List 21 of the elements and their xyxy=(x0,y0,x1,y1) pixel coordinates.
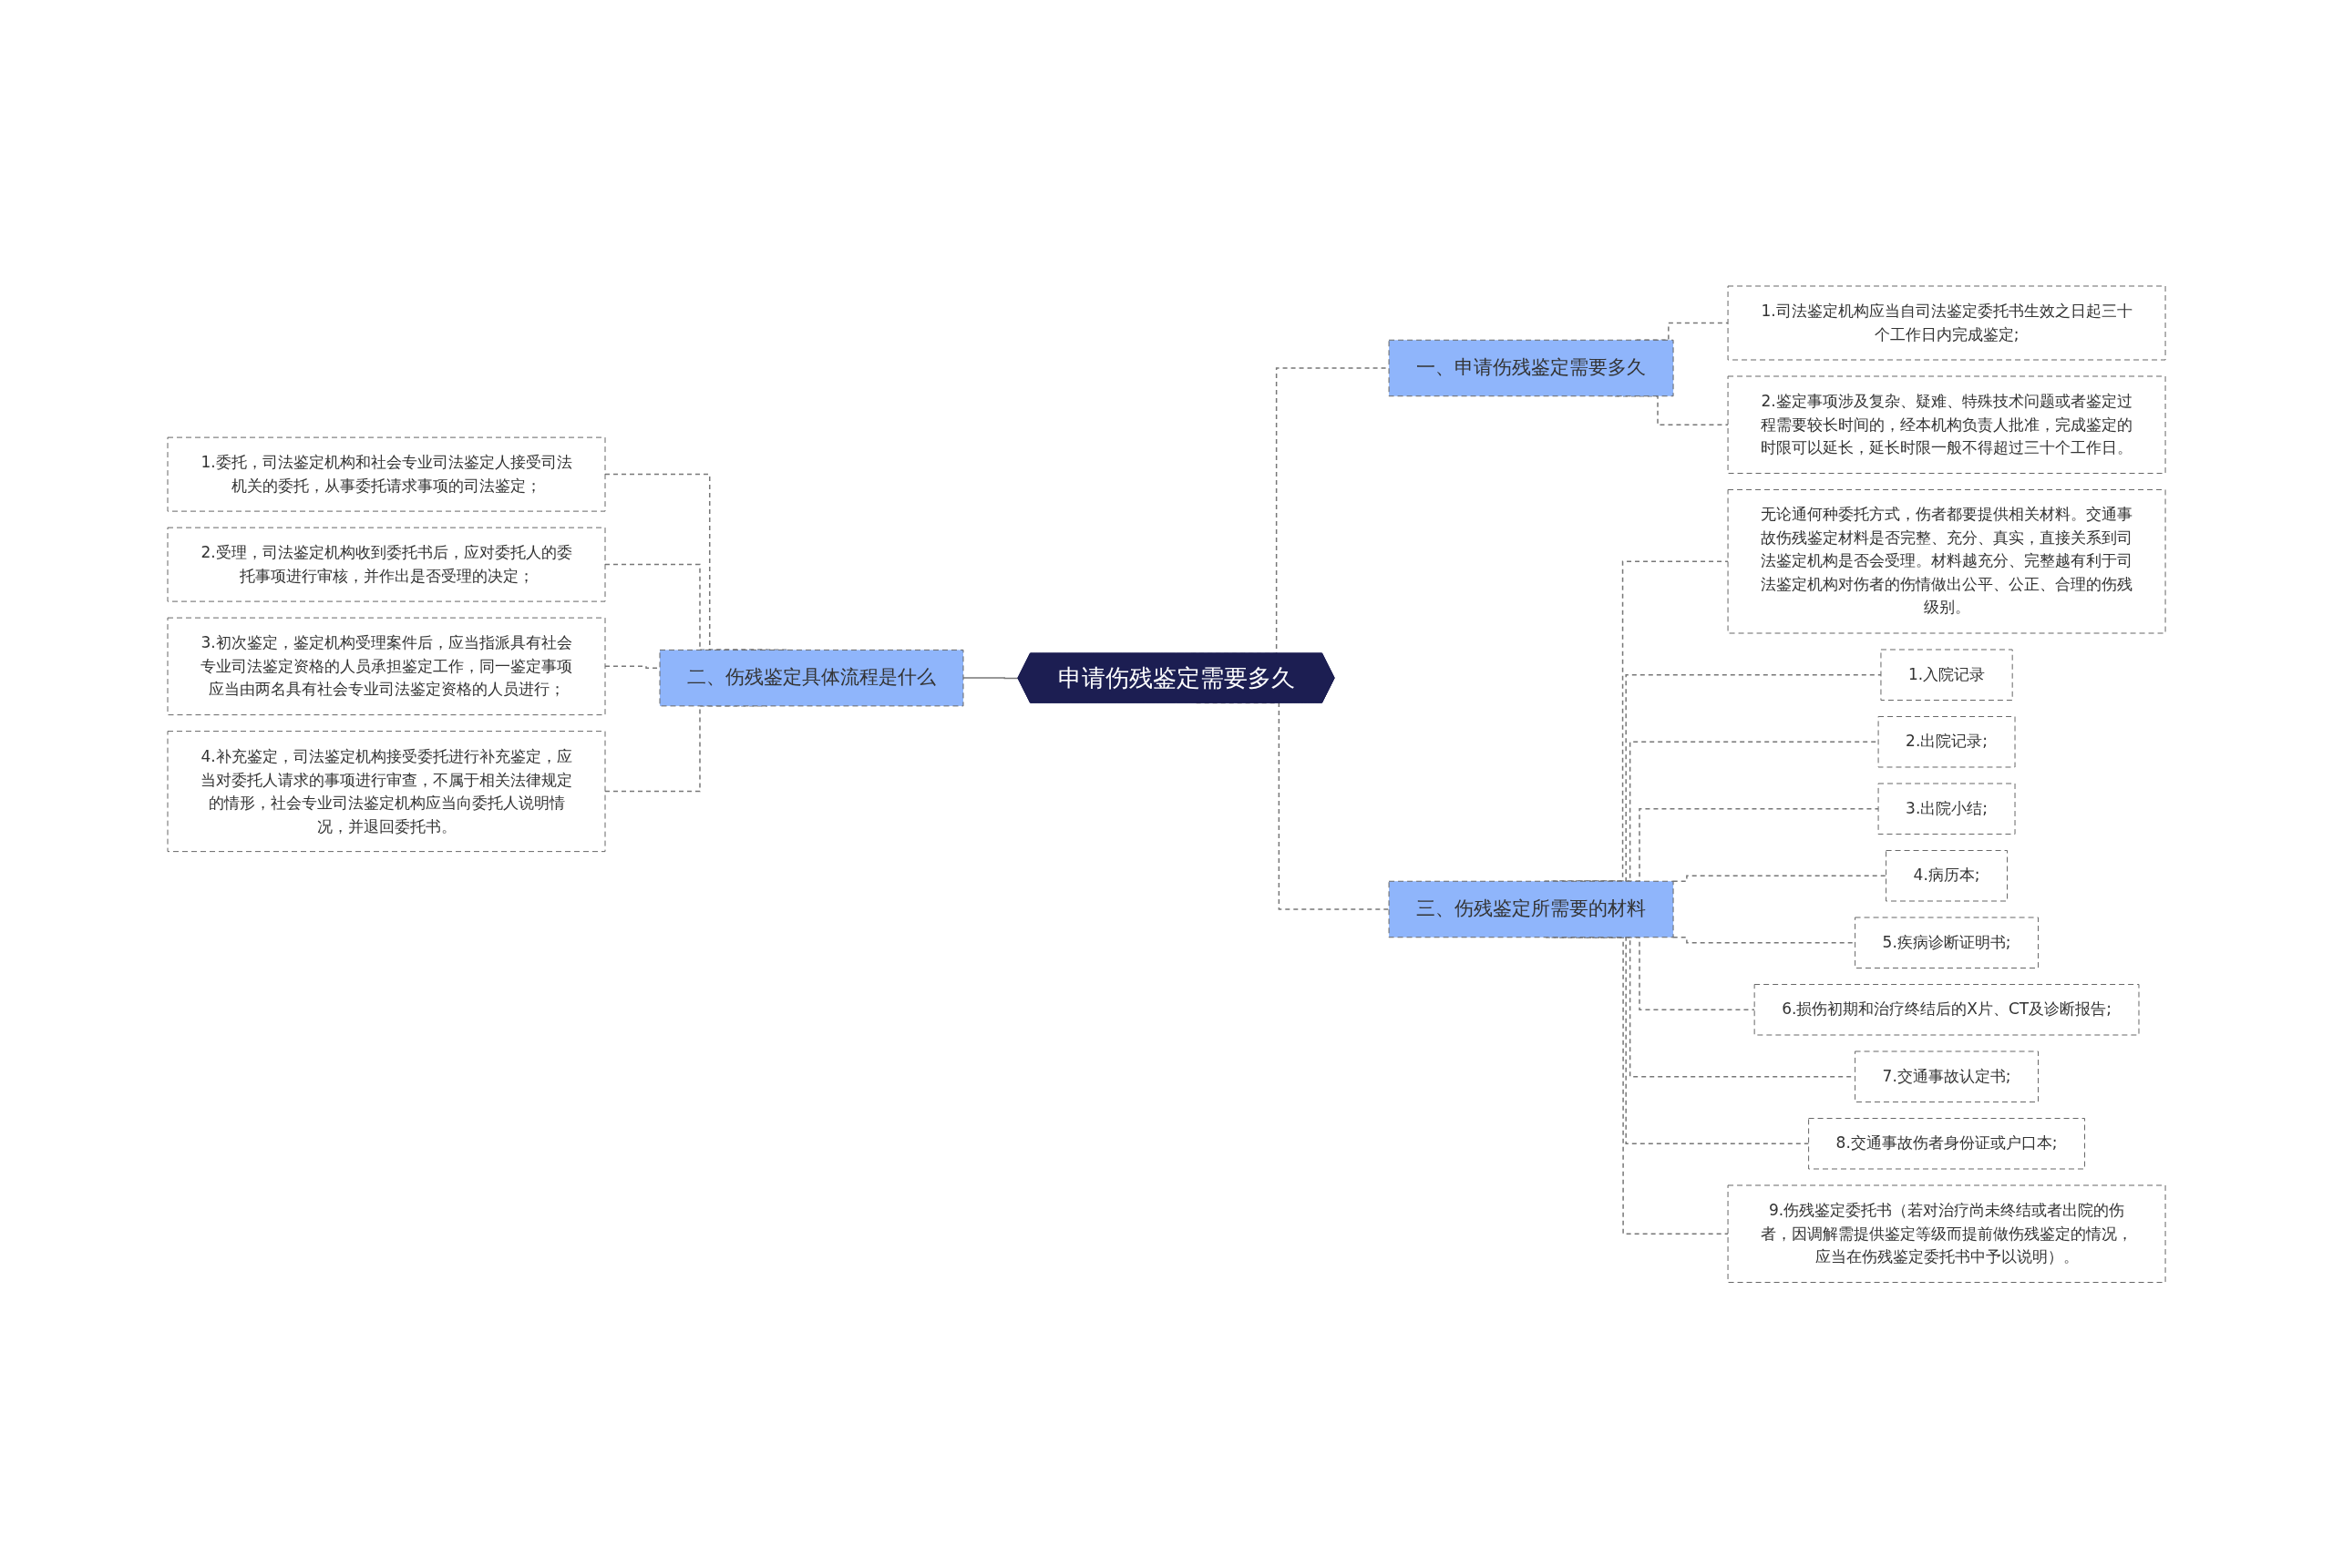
node-box xyxy=(1877,715,2016,768)
node-box xyxy=(167,730,606,852)
node-box xyxy=(167,436,606,512)
connector xyxy=(1671,875,1887,882)
node-box xyxy=(1880,649,2013,701)
node-box xyxy=(1753,983,2140,1036)
connector xyxy=(962,677,1020,680)
node-box xyxy=(1727,488,2166,634)
node-box xyxy=(1727,1184,2166,1283)
node-box xyxy=(1727,285,2166,361)
node-box xyxy=(1855,917,2039,968)
node-box xyxy=(167,617,606,715)
node-box xyxy=(1727,375,2166,474)
node-box xyxy=(1388,339,1674,396)
node-box xyxy=(1388,880,1674,938)
node-box xyxy=(659,649,964,707)
node-box xyxy=(1855,1050,2039,1102)
node-box xyxy=(1886,849,2008,902)
node-box xyxy=(167,527,606,602)
node-box xyxy=(1877,783,2016,835)
node-box xyxy=(1808,1117,2085,1170)
